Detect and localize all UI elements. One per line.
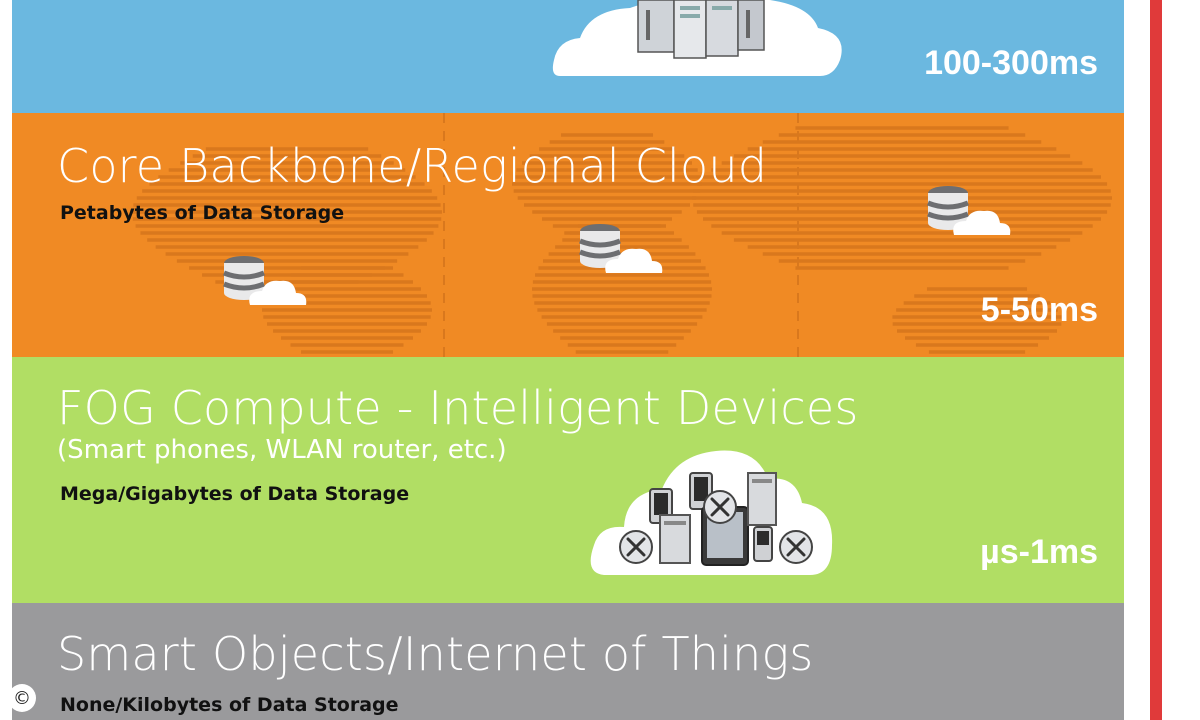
server-rack-cloud-icon: [552, 0, 842, 76]
iot-layer: Smart Objects/Internet of Things None/Ki…: [12, 603, 1124, 720]
database-cloud-icon: [223, 256, 307, 305]
world-map-icon: [132, 113, 1112, 357]
database-cloud-icon: [579, 224, 663, 273]
fog-latency: µs-1ms: [980, 533, 1098, 571]
fog-compute-layer: FOG Compute - Intelligent Devices (Smart…: [12, 357, 1124, 603]
core-layer-title: Core Backbone/Regional Cloud: [57, 139, 768, 193]
cloud-layer: 100-300ms: [12, 0, 1124, 113]
latency-axis-line: [1150, 0, 1162, 720]
cloud-latency: 100-300ms: [924, 44, 1098, 82]
core-latency: 5-50ms: [980, 291, 1098, 329]
fog-layer-storage: Mega/Gigabytes of Data Storage: [60, 483, 410, 505]
fog-layer-title: FOG Compute - Intelligent Devices: [57, 381, 859, 435]
core-layer-storage: Petabytes of Data Storage: [60, 202, 345, 224]
fog-layer-subtitle: (Smart phones, WLAN router, etc.): [57, 435, 507, 465]
smart-device-cloud-icon: [590, 450, 833, 575]
database-cloud-icon: [927, 186, 1011, 235]
iot-layer-title: Smart Objects/Internet of Things: [57, 627, 814, 681]
core-backbone-layer: Core Backbone/Regional Cloud Petabytes o…: [12, 113, 1124, 357]
copyright-badge: ©: [8, 684, 36, 712]
iot-layer-storage: None/Kilobytes of Data Storage: [60, 694, 399, 716]
